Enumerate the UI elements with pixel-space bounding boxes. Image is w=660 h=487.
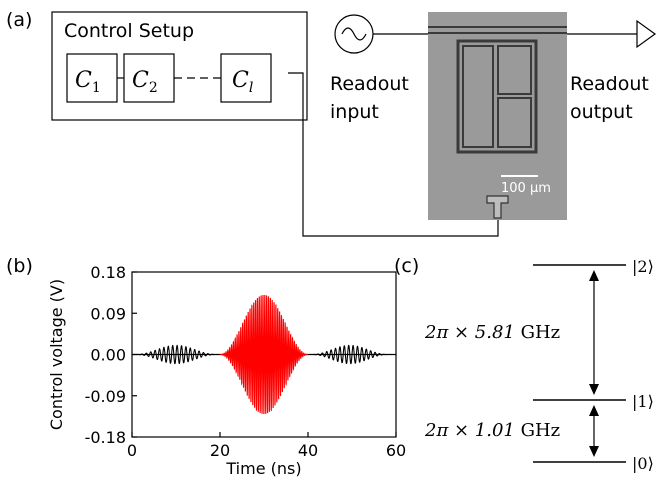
y-tick-label: 0.00 — [90, 346, 126, 365]
transition-12-arrowhead-up — [589, 270, 599, 281]
x-tick-label: 20 — [210, 441, 230, 460]
readout-output-label-1: Readout — [570, 73, 649, 95]
control-wire — [288, 72, 499, 237]
y-axis-label: Control voltage (V) — [47, 279, 66, 430]
pulse-trace-2 — [220, 294, 308, 415]
readout-input-label-1: Readout — [330, 73, 409, 95]
control-setup-title: Control Setup — [64, 20, 194, 42]
level-2-label: |2⟩ — [632, 257, 654, 276]
output-amplifier-icon — [636, 19, 657, 49]
x-axis-label: Time (ns) — [225, 459, 301, 478]
y-tick-label: -0.18 — [85, 428, 126, 447]
transition-01-arrowhead-down — [589, 446, 599, 457]
scalebar-label: 100 µm — [501, 181, 551, 196]
qubit-pad-left — [462, 45, 494, 148]
readout-output-label-2: output — [570, 101, 633, 123]
transition-12-label: 2π × 5.81 GHz — [424, 322, 560, 343]
x-tick-label: 60 — [386, 441, 406, 460]
sine-wave-icon — [341, 27, 367, 41]
qubit-pad-outer — [456, 39, 538, 154]
control-setup-box — [51, 11, 308, 121]
y-tick-label: 0.09 — [90, 304, 126, 323]
transition-12-arrowhead-down — [589, 384, 599, 395]
control-block-cl-label: Cl — [232, 68, 253, 96]
control-block-c2-label: C2 — [132, 68, 158, 96]
x-tick-label: 0 — [127, 441, 137, 460]
qubit-pad-upper-right — [497, 45, 532, 95]
y-tick-label: -0.09 — [85, 387, 126, 406]
pulse-trace-3 — [312, 344, 388, 365]
transition-01-label: 2π × 1.01 GHz — [424, 420, 560, 441]
level-0-label: |0⟩ — [632, 454, 654, 473]
panel-label-c: (c) — [394, 255, 419, 277]
control-block-c1-label: C1 — [75, 68, 101, 96]
panel-label-b: (b) — [6, 255, 33, 277]
qubit-pad-lower-right — [497, 97, 532, 148]
readout-input-label-2: input — [330, 101, 379, 123]
panel-label-a: (a) — [6, 9, 32, 31]
x-tick-label: 40 — [298, 441, 318, 460]
y-tick-label: 0.18 — [90, 263, 126, 282]
plot-traces — [132, 294, 396, 415]
control-port-pad — [486, 195, 509, 219]
plot-ticks: 0 20 40 60 0.18 0.09 0.00 -0.09 -0.18 — [85, 263, 407, 460]
transition-01-arrowhead-up — [589, 405, 599, 416]
level-1-label: |1⟩ — [632, 392, 654, 411]
pulse-trace-1 — [136, 344, 216, 365]
